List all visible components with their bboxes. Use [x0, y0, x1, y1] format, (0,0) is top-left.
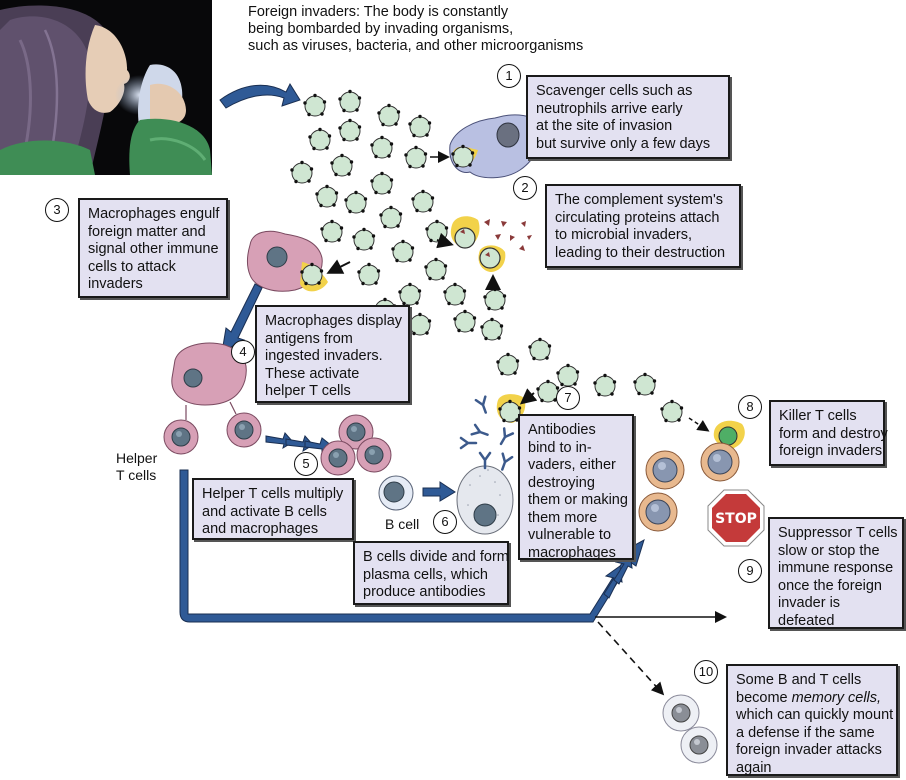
- step-8-line: Killer T cells: [779, 408, 857, 424]
- step-9-line: defeated: [778, 612, 835, 629]
- step-5-line: Helper T cells multiply: [202, 486, 344, 502]
- intro-line: Foreign invaders: The body is constantly: [248, 4, 509, 20]
- step-7-line: them more: [528, 509, 598, 526]
- step-8-box: Killer T cells form and destroy foreign …: [769, 400, 888, 466]
- step-8-line: foreign invaders: [779, 443, 883, 459]
- step-7-line: macrophages: [528, 544, 616, 561]
- step-7-line: destroying: [528, 474, 595, 491]
- step-2-line: circulating proteins attach: [555, 209, 720, 226]
- step-5-line: and activate B cells: [202, 503, 327, 520]
- multiply-arrows: [265, 432, 333, 454]
- sneezing-person-photo: [0, 0, 212, 175]
- intro-line: such as viruses, bacteria, and other mic…: [248, 38, 584, 54]
- step-10-line-prefix: become: [736, 689, 792, 706]
- step-number-10: 10: [694, 660, 718, 684]
- plasma-cell: [456, 465, 514, 535]
- step-5-box: Helper T cells multiply and activate B c…: [192, 478, 354, 540]
- step-3-line: invaders: [88, 276, 143, 292]
- memory-cell: [680, 726, 718, 764]
- step-number-4: 4: [231, 340, 255, 364]
- step-2-line: The complement system's: [555, 192, 723, 208]
- step-10-line: foreign invader attacks: [736, 742, 882, 758]
- step-4-box: Macrophages display antigens from ingest…: [255, 305, 410, 403]
- step-6-line: B cells divide and form: [363, 549, 509, 565]
- step-10-line: a defense if the same: [736, 724, 875, 741]
- step-9-line: invader is: [778, 595, 841, 611]
- intro-line: being bombarded by invading organisms,: [248, 21, 514, 37]
- step-6-line: plasma cells, which: [363, 566, 488, 583]
- memory-cell: [662, 694, 700, 732]
- step-1-line: Scavenger cells such as: [536, 83, 693, 99]
- step-7-line: Antibodies: [528, 422, 596, 438]
- step-10-line: which can quickly mount: [736, 707, 894, 723]
- step-10-line: again: [736, 759, 772, 776]
- helper-t-cell: [226, 412, 262, 448]
- step-4-line: These activate: [265, 365, 360, 382]
- killer-t-cells: [638, 420, 745, 532]
- stop-sign-icon: STOP: [707, 489, 765, 547]
- step-1-line: neutrophils arrive early: [536, 100, 683, 117]
- stop-sign-text: STOP: [715, 511, 757, 527]
- step-4-line: helper T cells: [265, 383, 351, 399]
- step-10-line: become memory cells,: [736, 690, 888, 708]
- entry-arrow: [219, 82, 301, 109]
- sneezing-person-illustration: [0, 0, 212, 175]
- step-3-line: foreign matter and: [88, 223, 206, 240]
- step-6-line: produce antibodies: [363, 584, 486, 600]
- step-number-3: 3: [45, 198, 69, 222]
- step-number-5: 5: [294, 452, 318, 476]
- step-number-8: 8: [738, 395, 762, 419]
- step-number-9: 9: [738, 559, 762, 583]
- step-9-line: immune response: [778, 560, 894, 576]
- step-4-line: antigens from: [265, 330, 353, 347]
- step-4-line: Macrophages display: [265, 313, 403, 329]
- step-7-box: Antibodies bind to in- vaders, either de…: [518, 414, 634, 561]
- macrophage-cell: [246, 230, 328, 292]
- step-3-line: signal other immune: [88, 241, 219, 257]
- step-7-line: them or making: [528, 492, 628, 508]
- step-7-line: bind to in-: [528, 439, 592, 456]
- step-2-box: The complement system's circulating prot…: [545, 184, 741, 268]
- step-9-line: once the foreign: [778, 577, 882, 594]
- step-9-line: slow or stop the: [778, 542, 880, 559]
- helper-t-cells-label: Helper T cells: [116, 450, 157, 484]
- step-4-line: ingested invaders.: [265, 348, 383, 364]
- step-number-6: 6: [433, 510, 457, 534]
- step-number-7: 7: [556, 386, 580, 410]
- helper-t-cells-label-line: T cells: [116, 467, 157, 483]
- b-cell-label: B cell: [385, 516, 420, 532]
- step-2-line: leading to their destruction: [555, 244, 726, 261]
- step-number-1: 1: [497, 64, 521, 88]
- step-1-line: at the site of invasion: [536, 118, 673, 134]
- step-2-line: to microbial invaders,: [555, 227, 692, 243]
- step-1-box: Scavenger cells such as neutrophils arri…: [526, 75, 730, 159]
- step-number-2: 2: [513, 176, 537, 200]
- step-10-box: Some B and T cells become memory cells, …: [726, 664, 898, 776]
- helper-t-cell: [163, 419, 199, 455]
- step-3-line: cells to attack: [88, 258, 176, 275]
- step-7-line: vulnerable to: [528, 527, 612, 543]
- step-3-box: Macrophages engulf foreign matter and si…: [78, 198, 228, 298]
- step-7-line: vaders, either: [528, 457, 616, 473]
- main-pathway-arrow: [179, 469, 645, 623]
- step-3-line: Macrophages engulf: [88, 206, 220, 222]
- step-8-line: form and destroy: [779, 425, 888, 442]
- dividing-helper-t-cell: [356, 437, 392, 473]
- step-9-line: Suppressor T cells: [778, 525, 898, 541]
- intro-text: Foreign invaders: The body is constantly…: [248, 4, 648, 55]
- step-10-line: Some B and T cells: [736, 672, 862, 688]
- b-cell: [378, 475, 414, 511]
- step-9-box: Suppressor T cells slow or stop the immu…: [768, 517, 904, 629]
- complement-system: [450, 216, 532, 272]
- b-cell-to-plasma-arrow: [422, 481, 456, 502]
- step-1-line: but survive only a few days: [536, 135, 711, 152]
- helper-t-cells-label-line: Helper: [116, 450, 158, 466]
- dividing-helper-t-cell: [320, 440, 356, 476]
- antigen-presenting-macrophage: [171, 342, 247, 406]
- step-6-box: B cells divide and form plasma cells, wh…: [353, 541, 509, 605]
- memory-cells-term: memory cells,: [791, 689, 882, 706]
- macrophage-to-apc-arrow: [221, 283, 263, 353]
- step-5-line: and macrophages: [202, 521, 319, 537]
